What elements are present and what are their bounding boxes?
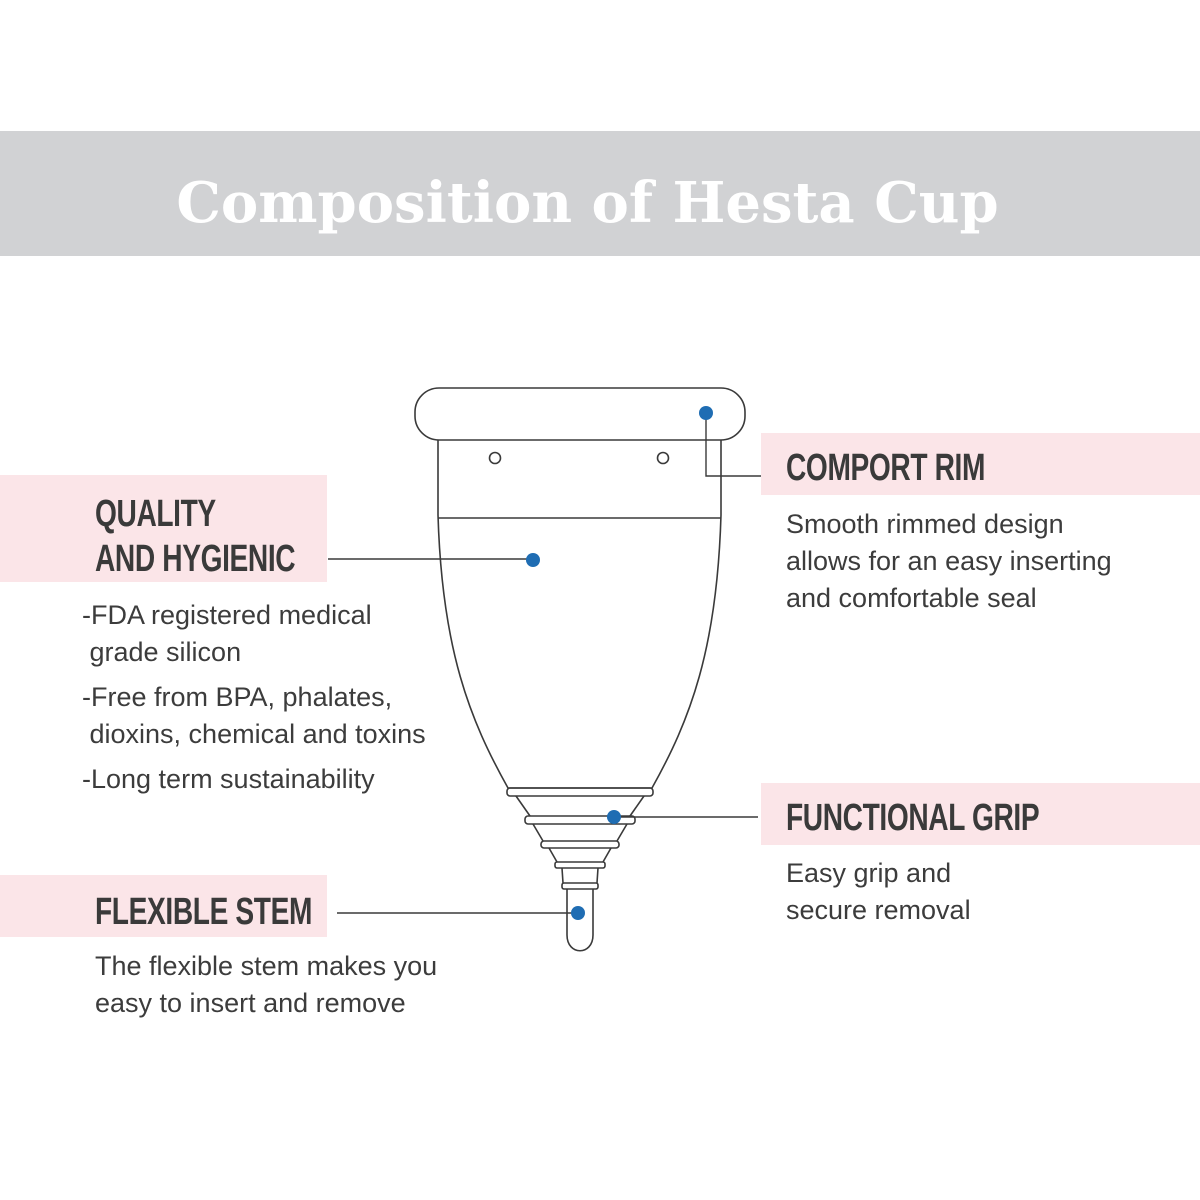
rim-heading: COMPORT RIM <box>786 447 986 489</box>
stem-desc-line1: The flexible stem makes you <box>95 951 438 981</box>
grip-desc-line1: Easy grip and <box>786 858 952 888</box>
grip-taper-1 <box>515 795 645 817</box>
leader-rim <box>705 414 762 477</box>
rim-desc-line3: and comfortable seal <box>786 583 1037 613</box>
quality-bullet-2-line2: dioxins, chemical and toxins <box>82 719 426 749</box>
quality-bullet-1-line1: -FDA registered medical <box>82 600 372 630</box>
quality-bullet-1-line2: grade silicon <box>82 637 242 667</box>
marker-dot-quality <box>526 553 540 567</box>
grip-label-band <box>761 783 1200 845</box>
quality-bullet-3-line1: -Long term sustainability <box>82 764 375 794</box>
marker-dot-grip <box>607 810 621 824</box>
stem-desc-line2: easy to insert and remove <box>95 988 406 1018</box>
cup-body <box>437 440 722 789</box>
grip-ring-1 <box>506 787 654 797</box>
cup-rim <box>414 387 746 441</box>
quality-bullet-2-line1: -Free from BPA, phalates, <box>82 682 393 712</box>
stem-neck <box>561 867 599 884</box>
grip-heading: FUNCTIONAL GRIP <box>786 797 1040 839</box>
grip-ring-5 <box>561 882 599 890</box>
page-title: Composition of Hesta Cup <box>176 170 999 236</box>
grip-ring-4 <box>554 861 606 869</box>
quality-label-band <box>0 475 327 582</box>
rim-desc-line2: allows for an easy inserting <box>786 546 1112 576</box>
grip-desc-line2: secure removal <box>786 895 971 925</box>
grip-ring-2 <box>524 815 636 825</box>
grip-taper-2 <box>532 823 628 842</box>
rim-desc-line1: Smooth rimmed design <box>786 509 1064 539</box>
cup-stem <box>566 889 594 952</box>
stem-heading: FLEXIBLE STEM <box>95 891 313 933</box>
air-hole-right <box>656 451 670 465</box>
quality-heading-line2: AND HYGIENIC <box>95 538 296 580</box>
grip-taper-3 <box>548 847 612 863</box>
marker-dot-stem <box>571 906 585 920</box>
marker-dot-rim <box>699 406 713 420</box>
quality-heading-line1: QUALITY <box>95 493 216 535</box>
air-hole-left <box>488 451 502 465</box>
grip-ring-3 <box>540 840 620 849</box>
stem-label-band <box>0 875 327 937</box>
rim-label-band <box>761 433 1200 495</box>
title-band: Composition of Hesta Cup <box>0 131 1200 256</box>
